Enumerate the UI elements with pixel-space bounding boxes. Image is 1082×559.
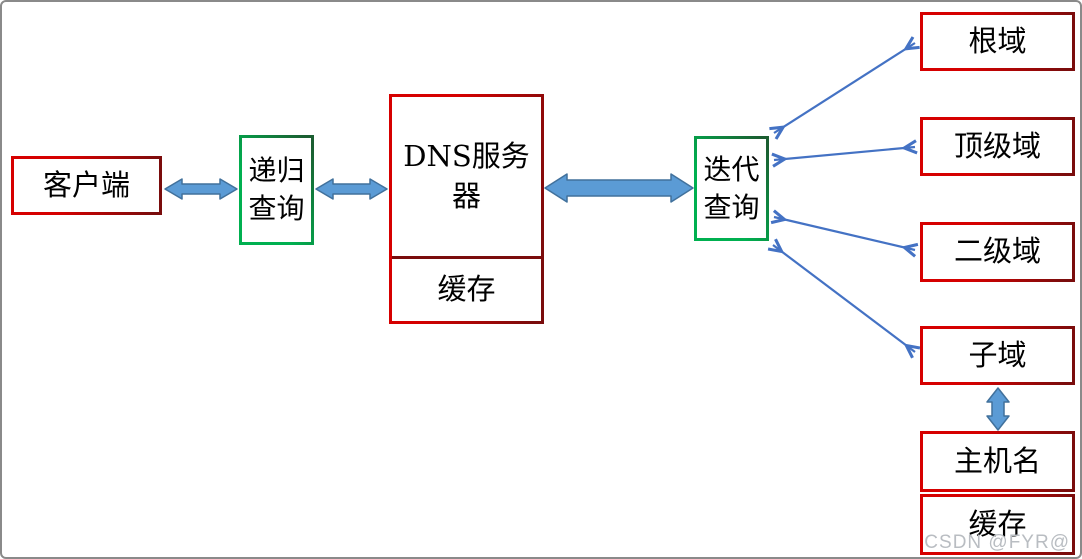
node-hostname-cache-label: 缓存 xyxy=(968,506,1027,541)
node-dns-server-label: DNS服务器 xyxy=(403,139,530,213)
arrow-recursive-dns xyxy=(315,178,388,200)
node-top-level-domain: 顶级域 xyxy=(920,117,1075,176)
node-client: 客户端 xyxy=(11,156,162,215)
node-dns-server: DNS服务器 缓存 xyxy=(389,94,544,324)
node-iterative-query-label: 迭代查询 xyxy=(703,152,760,224)
node-recursive-query-label: 递归查询 xyxy=(248,154,305,225)
node-top-level-domain-label: 顶级域 xyxy=(953,128,1041,163)
node-iterative-query: 迭代查询 xyxy=(694,136,769,241)
node-recursive-query: 递归查询 xyxy=(239,135,314,245)
node-second-level-domain-label: 二级域 xyxy=(953,234,1041,269)
arrow-subdomain-hostname xyxy=(986,387,1010,431)
arrow-iterative-second xyxy=(774,217,915,250)
node-root-domain-label: 根域 xyxy=(968,23,1027,58)
node-hostname: 主机名 xyxy=(920,431,1075,492)
arrow-iterative-sub xyxy=(773,245,915,352)
node-dns-cache: 缓存 xyxy=(392,256,541,321)
node-sub-domain-label: 子域 xyxy=(968,337,1027,372)
node-hostname-cache: 缓存 xyxy=(920,494,1075,555)
csdn-watermark: CSDN @FYR@ xyxy=(924,532,1070,553)
node-second-level-domain: 二级域 xyxy=(920,222,1075,282)
arrow-dns-iterative xyxy=(544,173,694,203)
arrow-iterative-tld xyxy=(774,147,915,160)
arrow-iterative-root xyxy=(774,43,915,133)
node-root-domain: 根域 xyxy=(920,12,1075,71)
node-hostname-label: 主机名 xyxy=(953,443,1041,478)
node-sub-domain: 子域 xyxy=(920,326,1075,385)
node-client-label: 客户端 xyxy=(42,167,130,202)
arrow-client-recursive xyxy=(164,178,238,200)
